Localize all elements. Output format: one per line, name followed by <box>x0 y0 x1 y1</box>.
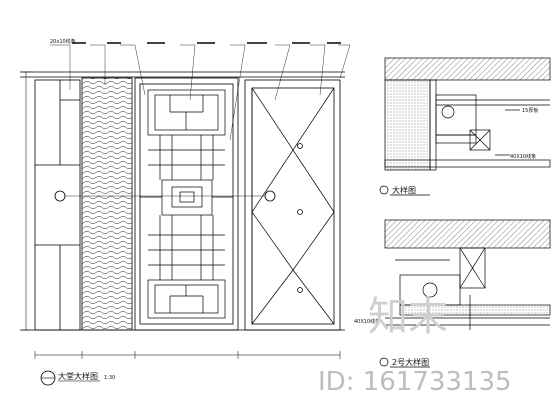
main-title-block: 大堂大样图 1:30 <box>40 370 115 386</box>
detail-1 <box>379 57 551 196</box>
detail2-label-a: 40X10线条 <box>354 318 380 325</box>
leader-lines <box>50 44 351 141</box>
main-elevation <box>20 71 345 359</box>
detail1-title: 大样图 <box>392 185 416 195</box>
leader-labels-blurred <box>72 42 341 44</box>
watermark-id: ID: 161733135 <box>318 367 512 397</box>
detail1-label-a: 15厚板 <box>522 107 538 114</box>
detail2-title: 2号大样图 <box>392 357 429 367</box>
top-left-annotation: 20x10线条 <box>50 38 76 45</box>
main-scale: 1:30 <box>104 375 115 381</box>
main-title: 大堂大样图 <box>58 371 98 381</box>
watermark-logo: 知末 <box>368 294 448 340</box>
detail1-label-b: 40X10线条 <box>510 153 536 160</box>
detail-2 <box>379 219 551 368</box>
